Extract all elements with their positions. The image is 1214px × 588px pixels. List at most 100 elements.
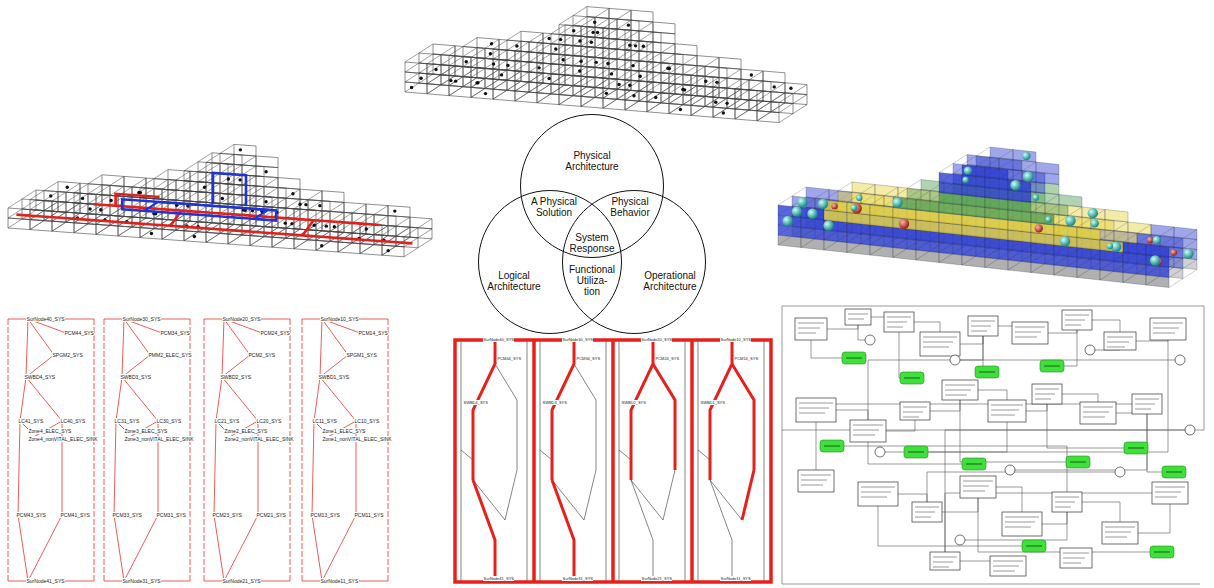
link-line [8, 581, 28, 582]
depth-edge [617, 50, 631, 59]
equipment-dot [419, 77, 422, 80]
depth-edge [1123, 234, 1137, 243]
compartment-frame [300, 189, 322, 201]
depth-edge [485, 69, 499, 78]
compartment-frame [162, 189, 184, 201]
depth-edge [603, 79, 617, 88]
deck-block [1123, 243, 1146, 256]
depth-edge [176, 171, 190, 180]
compartment-frame [124, 176, 146, 188]
equipment-sphere [1088, 208, 1098, 218]
depth-edge [691, 76, 705, 85]
equipment-dot [99, 208, 102, 211]
equipment-dot [596, 31, 599, 34]
link-line [8, 319, 28, 320]
process-box [968, 316, 998, 336]
compartment-frame [220, 193, 242, 205]
compartment-frame [168, 180, 190, 192]
depth-edge [916, 251, 930, 260]
depth-edge [793, 85, 807, 94]
depth-edge [647, 63, 661, 72]
compartment-frame [272, 237, 294, 249]
compartment-frame [168, 190, 190, 202]
depth-edge [330, 222, 344, 231]
depth-edge [44, 182, 58, 191]
active-path [631, 340, 653, 480]
depth-edge [396, 217, 410, 226]
depth-edge [669, 75, 683, 84]
depth-edge [705, 97, 719, 106]
equipment-dot [617, 83, 620, 86]
equipment-sphere [1090, 219, 1098, 227]
process-box [1012, 322, 1048, 344]
depth-edge [176, 191, 190, 200]
depth-edge [661, 84, 675, 93]
deck-block [962, 165, 985, 178]
depth-edge [515, 82, 529, 91]
depth-edge [1008, 261, 1022, 270]
depth-edge [1146, 236, 1160, 245]
text-mark [798, 333, 816, 334]
depth-edge [595, 68, 609, 77]
depth-edge [338, 243, 352, 252]
compartment-frame [58, 202, 80, 214]
compartment-frame [603, 28, 625, 40]
depth-edge [515, 92, 529, 101]
deck-block [1022, 171, 1045, 184]
link-line [26, 377, 62, 421]
compartment-frame [316, 240, 338, 252]
depth-edge [999, 150, 1013, 159]
process-box [988, 400, 1026, 422]
compartment-frame [785, 83, 807, 95]
text-mark [848, 319, 864, 320]
bus-line [388, 319, 389, 581]
link-line [552, 480, 584, 520]
depth-edge [228, 165, 242, 174]
depth-edge [449, 67, 463, 76]
depth-edge [625, 91, 639, 100]
depth-edge [559, 96, 573, 105]
depth-edge [595, 28, 609, 37]
compartment-frame [366, 204, 388, 216]
depth-edge [88, 195, 102, 204]
equipment-sphere [1150, 255, 1160, 265]
compartment-frame [338, 242, 360, 254]
depth-edge [771, 103, 785, 112]
active-path [690, 340, 694, 582]
depth-edge [96, 225, 110, 234]
flow-line [782, 306, 1200, 584]
equipment-dot [291, 192, 294, 195]
depth-edge [374, 226, 388, 235]
depth-edge [441, 66, 455, 75]
depth-edge [962, 256, 976, 265]
process-box [795, 318, 827, 340]
equipment-sphere [1065, 216, 1075, 226]
link-line [320, 377, 356, 421]
depth-edge [441, 46, 455, 55]
depth-edge [30, 221, 44, 230]
depth-edge [441, 66, 455, 75]
compartment-frame [154, 189, 176, 201]
depth-edge [647, 103, 661, 112]
active-path [473, 340, 495, 480]
depth-edge [286, 209, 300, 218]
depth-edge [154, 180, 168, 189]
link-line [552, 340, 574, 582]
compartment-frame [198, 182, 220, 194]
compartment-frame [96, 224, 118, 236]
equipment-dot [81, 197, 84, 200]
depth-edge [1146, 276, 1160, 285]
cable-route [16, 215, 412, 244]
process-box [920, 332, 960, 356]
depth-edge [727, 99, 741, 108]
depth-edge [647, 103, 661, 112]
text-mark [923, 342, 953, 343]
text-mark [971, 326, 991, 327]
depth-edge [581, 97, 595, 106]
depth-edge [1169, 269, 1183, 278]
compartment-frame [322, 201, 344, 213]
deck-block [847, 203, 870, 216]
link-line [764, 340, 765, 582]
compartment-frame [405, 62, 427, 74]
depth-edge [515, 52, 529, 61]
